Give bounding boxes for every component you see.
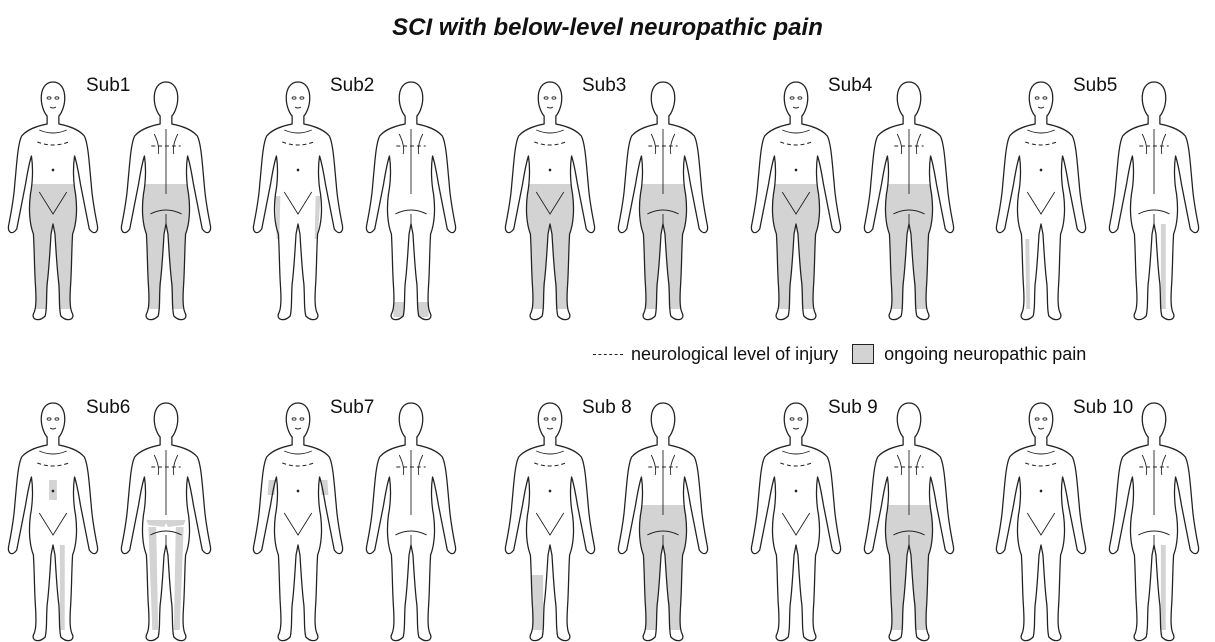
front-body-details — [536, 418, 563, 535]
front-body-outline — [996, 82, 1085, 320]
back-body-details — [395, 450, 426, 545]
subject-10-front-body — [996, 403, 1085, 641]
pain-region-hips — [773, 184, 818, 196]
subject-7-back-body — [366, 403, 455, 641]
subject-label-10: Sub 10 — [1073, 397, 1133, 419]
subject-label-4: Sub4 — [828, 75, 872, 97]
front-body-outline — [253, 403, 342, 641]
pain-swatch — [852, 344, 874, 364]
front-body-outline — [751, 403, 840, 641]
subject-label-7: Sub7 — [330, 397, 374, 419]
subject-8-front-body — [505, 403, 594, 641]
subject-5-back-body — [1109, 82, 1198, 320]
subject-3-back-body — [618, 82, 707, 320]
injury-level-line — [780, 142, 811, 145]
subject-9-front-body — [751, 403, 840, 641]
legend: neurological level of injury ongoing neur… — [593, 343, 1086, 367]
back-body-details — [395, 129, 426, 224]
front-body-outline — [8, 403, 97, 641]
injury-level-line — [1025, 463, 1056, 466]
subject-label-3: Sub3 — [582, 75, 626, 97]
front-body-details — [1027, 418, 1054, 535]
front-body-details — [284, 418, 311, 535]
injury-level-line — [282, 463, 313, 466]
subject-7-front-body — [253, 403, 342, 641]
pain-region-legs — [885, 515, 932, 630]
injury-level-line — [534, 463, 565, 466]
pain-region-legs — [526, 194, 573, 309]
pain-region-thigh-outer — [275, 196, 320, 239]
pain-region-hips — [30, 184, 75, 196]
back-body-details — [1138, 450, 1169, 545]
pain-region-legs — [639, 515, 686, 630]
legend-pain-label: ongoing neuropathic pain — [884, 344, 1086, 364]
pain-region-legs — [29, 194, 76, 309]
subject-3-front-body — [505, 82, 594, 320]
pain-region-leg-stripe — [1161, 224, 1166, 309]
back-body-outline — [366, 403, 455, 641]
subject-label-9: Sub 9 — [828, 397, 878, 419]
injury-level-line — [534, 142, 565, 145]
subject-label-1: Sub1 — [86, 75, 130, 97]
subject-label-8: Sub 8 — [582, 397, 632, 419]
back-body-outline — [1109, 82, 1198, 320]
front-body-outline — [505, 403, 594, 641]
pain-region-legs — [639, 194, 686, 309]
subject-label-5: Sub5 — [1073, 75, 1117, 97]
subject-6-front-body — [8, 403, 97, 641]
subject-1-back-body — [121, 82, 210, 320]
injury-level-line — [780, 463, 811, 466]
pain-region-feet — [393, 302, 428, 317]
subject-6-back-body — [121, 403, 210, 641]
pain-region-leg-stripe — [1161, 545, 1166, 630]
subject-1-front-body — [8, 82, 97, 320]
pain-region-shin-stripe — [1025, 239, 1030, 309]
pain-region-legs — [142, 194, 189, 309]
front-body-details — [39, 418, 66, 535]
injury-level-line — [1025, 142, 1056, 145]
subject-8-back-body — [618, 403, 707, 641]
pain-region-legs — [885, 194, 932, 309]
subject-label-2: Sub2 — [330, 75, 374, 97]
back-body-outline — [366, 82, 455, 320]
subject-label-6: Sub6 — [86, 397, 130, 419]
back-body-outline — [1109, 403, 1198, 641]
front-body-details — [782, 418, 809, 535]
back-body-details — [1138, 129, 1169, 224]
pain-region-hips — [527, 184, 572, 196]
pain-region-leg-stripe — [60, 545, 65, 630]
front-body-outline — [996, 403, 1085, 641]
front-body-details — [284, 97, 311, 214]
injury-level-line — [282, 142, 313, 145]
legend-injury-level-label: neurological level of injury — [631, 344, 838, 364]
injury-level-line — [37, 142, 68, 145]
injury-level-line — [37, 463, 68, 466]
subject-2-back-body — [366, 82, 455, 320]
subject-4-front-body — [751, 82, 840, 320]
front-body-details — [1027, 97, 1054, 214]
front-body-outline — [253, 82, 342, 320]
pain-region-legs — [772, 194, 819, 309]
subject-5-front-body — [996, 82, 1085, 320]
subject-2-front-body — [253, 82, 342, 320]
subject-10-back-body — [1109, 403, 1198, 641]
subject-4-back-body — [864, 82, 953, 320]
subject-9-back-body — [864, 403, 953, 641]
injury-level-dash-swatch — [593, 354, 623, 355]
